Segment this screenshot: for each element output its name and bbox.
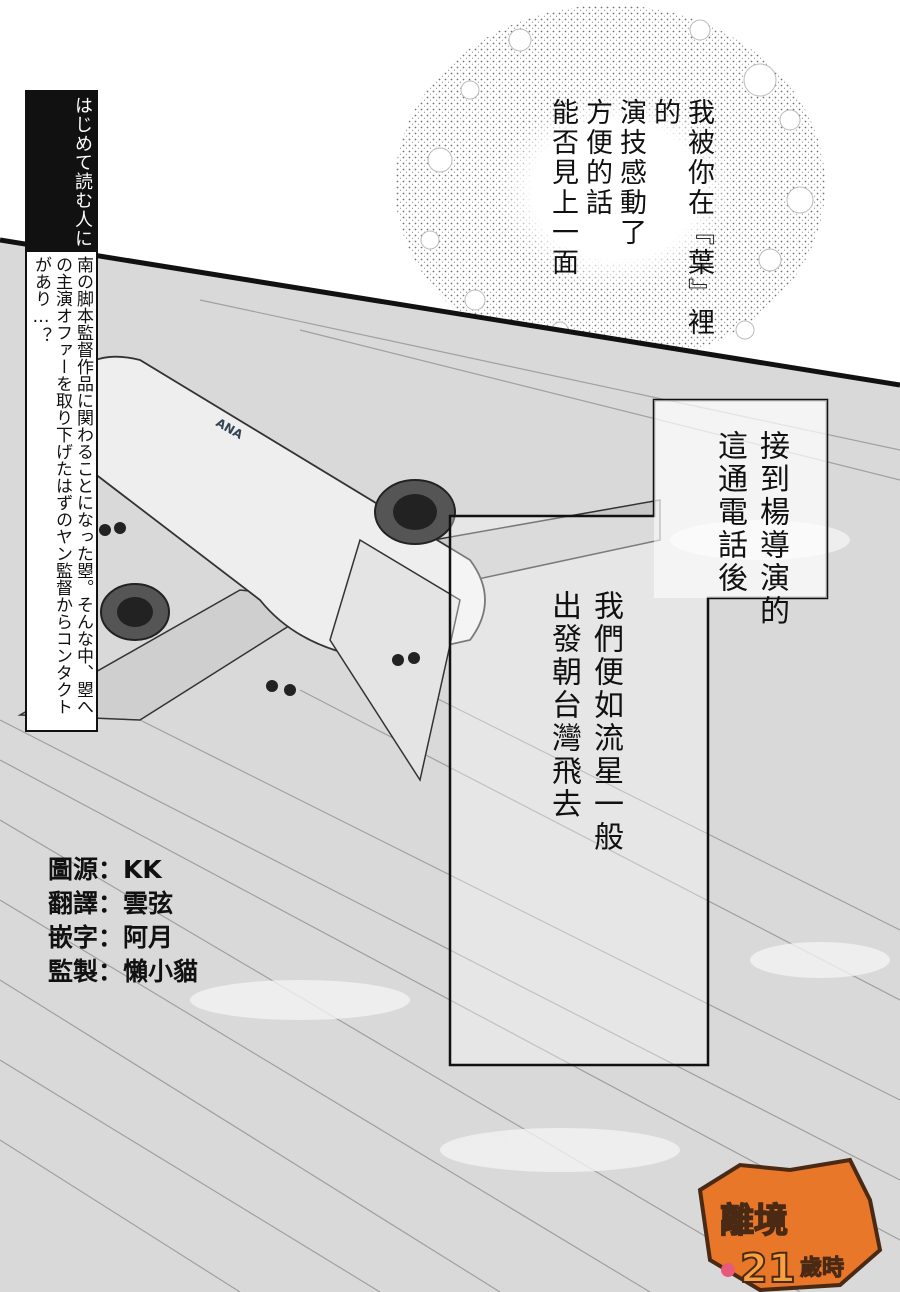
bubble-line: 能否見上一面	[547, 98, 578, 278]
credit-name: KK	[123, 855, 162, 884]
credit-role: 翻譯	[48, 889, 99, 918]
body-line: オファーを取り下げたはずのヤン監督からコンタクトがあり…？	[31, 256, 72, 715]
credit-role: 嵌字	[48, 923, 99, 952]
speech-bubble-text: 我被你在『葉』裡的 演技感動了 方便的話 能否見上一面	[545, 98, 715, 338]
credit-separator: ：	[98, 889, 124, 918]
caption-upper: 接到楊導演的 這通電話後	[708, 430, 792, 628]
credit-row: 翻譯：雲弦	[48, 887, 198, 921]
credit-name: 懶小貓	[123, 957, 199, 986]
credit-separator: ：	[98, 923, 124, 952]
sidebar-note-heading: はじめて読む人に	[27, 92, 96, 252]
credit-role: 圖源	[48, 855, 99, 884]
credit-role: 監製	[48, 957, 99, 986]
sidebar-note-body: 南の脚本監督作品に関わることになった曌。そんな中、曌への主演オファーを取り下げた…	[27, 252, 96, 730]
caption-line: 出發朝台灣飛去	[546, 590, 581, 821]
svg-text:歲時: 歲時	[800, 1256, 844, 1281]
credit-separator: ：	[98, 957, 124, 986]
airplane: ANA	[17, 355, 661, 782]
heading-line: はじめて	[72, 96, 93, 172]
svg-text:離境: 離境	[720, 1201, 788, 1241]
caption-line: 接到楊導演的	[754, 430, 789, 628]
panel-border	[0, 237, 900, 388]
svg-text:21: 21	[740, 1246, 796, 1292]
bubble-line: 演技感動了	[615, 98, 646, 248]
caption-line: 我們便如流星一般	[588, 590, 623, 854]
credit-row: 嵌字：阿月	[48, 921, 198, 955]
credits: 圖源：KK 翻譯：雲弦 嵌字：阿月 監製：懶小貓	[48, 853, 198, 989]
credit-name: 雲弦	[123, 889, 174, 918]
credit-row: 圖源：KK	[48, 853, 198, 887]
caption-line: 這通電話後	[712, 430, 747, 595]
credit-separator: ：	[98, 855, 124, 884]
bubble-line: 我被你在『葉』裡的	[649, 98, 714, 338]
heading-line: 読む人に	[72, 172, 93, 248]
logo: 離境 21 歲時	[697, 1157, 883, 1292]
credit-name: 阿月	[123, 923, 174, 952]
bubble-line: 方便的話	[581, 98, 612, 218]
sidebar-note: はじめて読む人に 南の脚本監督作品に関わることになった曌。そんな中、曌への主演オ…	[25, 90, 98, 732]
speckle-halo	[395, 5, 825, 365]
credit-row: 監製：懶小貓	[48, 955, 198, 989]
caption-lower: 我們便如流星一般 出發朝台灣飛去	[542, 590, 626, 854]
body-line: 南の脚本監督作品に関わることになった曌。そんな中、曌への主演	[52, 256, 93, 715]
speed-lines	[0, 299, 900, 1292]
